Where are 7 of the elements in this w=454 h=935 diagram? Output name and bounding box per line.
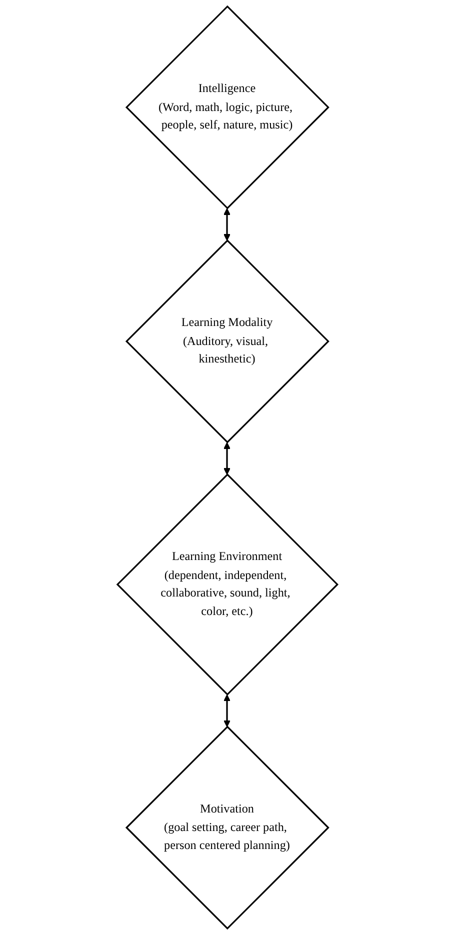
arrow [223, 442, 230, 475]
node-diamond: Learning Environment (dependent, independent, collaborative, sound, light, color, etc.) [116, 473, 338, 696]
node-diamond: Learning Modality (Auditory, visual, kinesthetic) [125, 239, 329, 444]
arrow [223, 208, 230, 241]
node-diamond: Motivation (goal setting, career path, person centered planning) [125, 726, 329, 930]
arrow [223, 694, 230, 728]
node-diamond: Intelligence (Word, math, logic, picture, people, self, nature, music) [125, 5, 329, 210]
